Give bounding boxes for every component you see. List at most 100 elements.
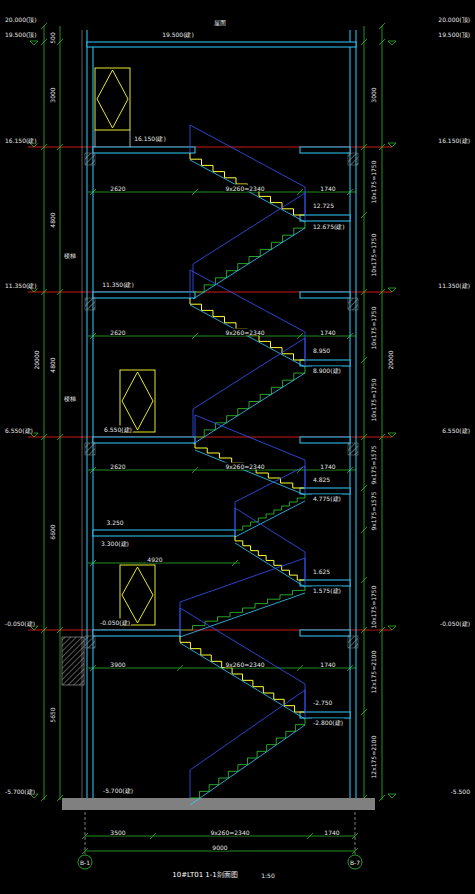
- door-symbol: [122, 372, 153, 430]
- dimension-line: [88, 563, 240, 564]
- column-section: [85, 636, 95, 648]
- column-section: [348, 636, 358, 648]
- annotation-text: 3500: [109, 829, 126, 836]
- axis-bubble: [78, 855, 92, 869]
- floor-slab: [300, 292, 350, 298]
- annotation-text: 1.575(建): [312, 587, 342, 594]
- axis-bubble: [78, 855, 362, 869]
- floor-slab: [87, 42, 356, 47]
- stair-flight: [305, 338, 306, 366]
- stair-flight: [305, 690, 306, 718]
- stair-flight: [180, 608, 181, 636]
- drawing-title: 10#LT01 1-1剖面图: [171, 871, 239, 879]
- column-section: [85, 153, 358, 648]
- annotation-text: 20.000(顶): [437, 16, 471, 23]
- annotation-text: 4920: [146, 556, 163, 563]
- door-symbol: [95, 68, 155, 625]
- annotation-text: 9x260=2340: [224, 329, 265, 336]
- stair-flight: [235, 501, 305, 537]
- stair-flight: [305, 558, 306, 586]
- stair-flight: [193, 264, 194, 292]
- dimension-line: [41, 23, 47, 801]
- annotation-text: 20.000(顶): [4, 16, 38, 23]
- dimension-text: 500: [49, 31, 56, 44]
- annotation-text: 3.300(建): [100, 540, 130, 547]
- annotation-text: -2.750: [312, 699, 333, 706]
- dimension-text: 10x175=1750: [370, 585, 377, 630]
- wall-hatch: [62, 637, 84, 685]
- dimension-text: 12x175=2100: [370, 735, 377, 780]
- annotation-text: 9000: [211, 844, 228, 851]
- stair-flight: [180, 593, 305, 637]
- floor-slab: [300, 712, 350, 718]
- stair-flight: [235, 508, 305, 552]
- annotation-text: 6.550(建): [103, 426, 133, 433]
- floor-slab: [93, 530, 235, 536]
- dimension-text: 12x175=2100: [370, 650, 377, 695]
- annotation-text: 4.825: [312, 476, 331, 483]
- dimension-text: 3000: [370, 86, 377, 103]
- annotation-text: 12.675(建): [312, 223, 346, 230]
- door-symbol: [95, 68, 130, 130]
- annotation-text: 9x260=2340: [224, 463, 265, 470]
- stair-flight: [305, 193, 306, 221]
- dimension-text: 4800: [49, 356, 56, 373]
- column-section: [348, 443, 358, 455]
- stair-flight: [180, 558, 305, 602]
- dimension-line: [364, 26, 365, 800]
- annotation-text: B-7: [349, 859, 361, 866]
- floor-slab: [300, 215, 350, 221]
- stair-flight: [235, 508, 236, 536]
- dimension-text: 10x175=1750: [370, 306, 377, 351]
- annotation-text: 16.150(建): [133, 135, 167, 142]
- stair-flight: [190, 690, 305, 770]
- floor-slab: [300, 360, 350, 366]
- door-symbol: [120, 370, 155, 432]
- dimension-text: 10x175=1750: [370, 378, 377, 423]
- stair-flight: [235, 494, 305, 530]
- annotation-text: 11.350(建): [437, 282, 471, 289]
- door-symbol: [122, 567, 153, 623]
- door-symbol: [95, 130, 96, 147]
- axis-bubble: [348, 855, 362, 869]
- annotation-text: 1740: [319, 463, 336, 470]
- stair-flight: [180, 643, 305, 719]
- stair-flight: [190, 125, 305, 187]
- stair-flight: [190, 270, 191, 298]
- stair-flight: [190, 298, 305, 360]
- stair-flight: [235, 543, 305, 587]
- ground-band: [62, 798, 375, 810]
- dimension-line: [382, 26, 383, 800]
- dimension-line: [88, 470, 356, 471]
- annotation-text: 1740: [319, 661, 336, 668]
- dimension-text: 9x175=1575: [370, 490, 377, 531]
- stair-flight: [195, 415, 196, 443]
- annotation-text: -5.500: [450, 788, 471, 795]
- floor-slab: [93, 147, 195, 153]
- annotation-text: 楼梯: [63, 252, 77, 259]
- floor-slab: [93, 437, 195, 443]
- stair-flight: [193, 221, 305, 292]
- stair-flight: [180, 608, 305, 684]
- door-symbol: [130, 130, 131, 147]
- stair-flight: [235, 536, 305, 580]
- stair-flight: [193, 409, 194, 437]
- wall-hatch: [62, 637, 84, 685]
- annotation-text: 9x260=2340: [224, 185, 265, 192]
- dimension-line: [361, 39, 367, 801]
- dimension-line: [44, 26, 45, 800]
- annotation-text: 8.900(建): [312, 367, 342, 374]
- stair-flight: [190, 270, 305, 332]
- dimension-text: 5650: [49, 706, 56, 723]
- stair-flight: [190, 125, 191, 153]
- stair-flight: [180, 636, 305, 712]
- dimension-line: [41, 23, 385, 854]
- stair-flight: [195, 415, 305, 460]
- annotation-text: 8.950: [312, 347, 331, 354]
- stair-flight: [190, 725, 305, 805]
- annotation-text: -2.800(建): [312, 719, 344, 726]
- column-section: [348, 153, 358, 165]
- annotation-text: 2620: [109, 329, 126, 336]
- annotation-text: B-1: [79, 859, 91, 866]
- stair-flight: [190, 305, 305, 367]
